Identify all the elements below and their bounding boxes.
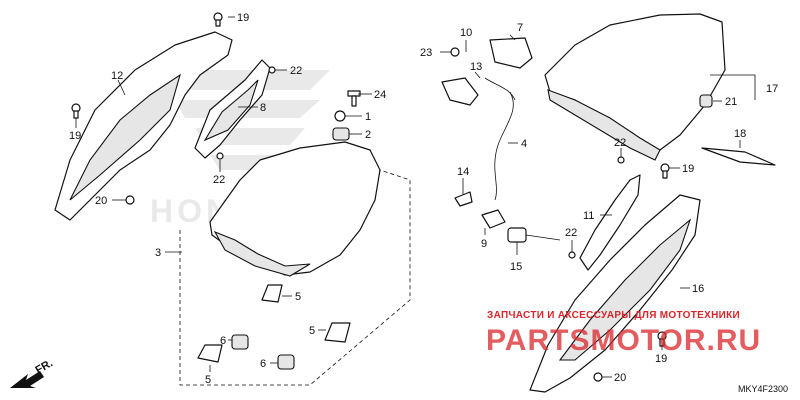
seat-bracket-5-c[interactable] — [197, 344, 223, 363]
callout-19: 19 — [682, 163, 694, 175]
seat-strap-18[interactable] — [701, 147, 776, 166]
callout-4: 4 — [521, 138, 527, 150]
seat-bracket-5-b[interactable] — [324, 322, 351, 343]
callout-22: 22 — [213, 174, 225, 186]
bolt-19-left[interactable] — [71, 103, 81, 119]
callout-19: 19 — [655, 353, 667, 365]
clip-20-bottom[interactable] — [593, 372, 603, 382]
grommet-2[interactable] — [332, 127, 350, 141]
callout-19: 19 — [69, 130, 81, 142]
clip-20-left[interactable] — [125, 195, 135, 205]
watermark-tagline: ЗАПЧАСТИ И АКСЕССУАРЫ ДЛЯ МОТОТЕХНИКИ — [487, 310, 740, 321]
callout-15: 15 — [510, 261, 522, 273]
seat-cushion-6-a[interactable] — [231, 334, 249, 350]
watermark: ЗАПЧАСТИ И АКСЕССУАРЫ ДЛЯ МОТОТЕХНИКИ PA… — [486, 310, 761, 357]
callout-numbers: 19 22 12 8 24 1 2 19 22 20 3 5 5 6 6 5 1… — [69, 12, 778, 386]
callout-13: 13 — [470, 61, 482, 73]
callout-11: 11 — [583, 210, 594, 222]
leader-lines — [75, 16, 741, 378]
watermark-brand: PARTSMOTOR.RU — [486, 324, 761, 357]
callout-14: 14 — [457, 166, 469, 178]
callout-6: 6 — [260, 358, 266, 370]
seat-release-cable[interactable] — [494, 91, 514, 201]
bolt-23[interactable] — [450, 47, 460, 57]
bolt-24[interactable] — [347, 90, 361, 107]
callout-18: 18 — [734, 128, 746, 140]
bolt-19-right[interactable] — [660, 163, 670, 179]
callout-21: 21 — [725, 96, 737, 108]
callout-22: 22 — [614, 137, 626, 149]
lock-assembly-15[interactable] — [507, 227, 561, 243]
callout-9: 9 — [481, 238, 487, 250]
callout-12: 12 — [111, 70, 123, 82]
lock-bracket-10[interactable] — [441, 77, 479, 106]
callout-10: 10 — [460, 27, 472, 39]
callout-22: 22 — [565, 227, 577, 239]
key-cylinder-9[interactable] — [481, 209, 506, 229]
clip-14[interactable] — [454, 191, 473, 207]
cushion-21[interactable] — [699, 94, 713, 108]
screw-22-top[interactable] — [268, 66, 276, 74]
callout-16: 16 — [692, 283, 704, 295]
callout-8: 8 — [260, 102, 266, 114]
callout-22: 22 — [290, 65, 302, 77]
callout-5: 5 — [205, 374, 211, 386]
passenger-seat[interactable] — [544, 13, 756, 161]
bolt-19-bottom[interactable] — [657, 331, 667, 347]
callout-2: 2 — [365, 129, 371, 141]
callout-17: 17 — [766, 83, 778, 95]
callout-7: 7 — [517, 22, 523, 34]
callout-5: 5 — [309, 325, 315, 337]
callout-20: 20 — [614, 372, 626, 384]
front-direction-arrow: FR. — [10, 357, 55, 388]
callout-24: 24 — [374, 89, 386, 101]
screw-22-mid[interactable] — [216, 152, 224, 160]
callout-5: 5 — [295, 291, 301, 303]
callout-1: 1 — [365, 111, 371, 123]
left-side-cowl[interactable] — [54, 31, 233, 221]
seat-cushion-6-b[interactable] — [277, 354, 295, 370]
seat-bracket-5-a[interactable] — [261, 284, 283, 303]
bolt-19-top[interactable] — [213, 12, 223, 27]
lock-cable-13[interactable] — [484, 77, 516, 101]
callout-19: 19 — [237, 12, 249, 24]
direction-label: FR. — [34, 357, 55, 376]
diagram-code: MKY4F2300 — [738, 384, 788, 394]
screw-22-low[interactable] — [568, 251, 576, 259]
rider-seat[interactable] — [179, 141, 411, 386]
callout-3: 3 — [155, 247, 161, 259]
seat-lock-7[interactable] — [489, 37, 533, 69]
right-side-cowl[interactable] — [529, 194, 701, 393]
callout-23: 23 — [420, 47, 432, 59]
collar-1[interactable] — [334, 110, 346, 122]
screw-22-right[interactable] — [617, 156, 625, 164]
left-bracket[interactable] — [194, 59, 271, 159]
callout-20: 20 — [95, 195, 107, 207]
callout-6: 6 — [220, 335, 226, 347]
